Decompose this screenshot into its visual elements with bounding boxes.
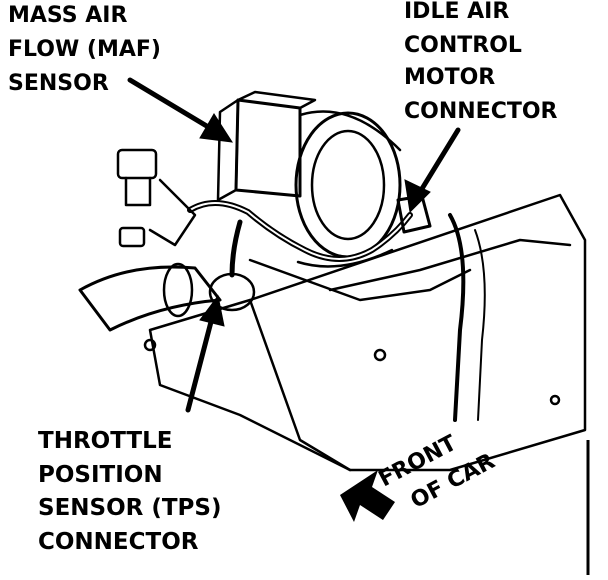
air-cleaner-rim: [298, 110, 402, 152]
iac-label: IDLE AIR CONTROL MOTOR CONNECTOR: [404, 0, 558, 124]
fitting-cap: [116, 148, 158, 180]
maf-label: MASS AIR FLOW (MAF) SENSOR: [8, 3, 169, 96]
fitting-stem: [124, 176, 152, 207]
air-cleaner-inner: [310, 129, 386, 241]
maf-sensor-box: [234, 98, 302, 198]
front-arrow-icon: [340, 470, 395, 522]
tps-arrow-head: [199, 294, 225, 327]
engine-block-ridge-2: [328, 238, 572, 292]
air-cleaner-rim-2: [296, 248, 394, 268]
bracket-left: [148, 178, 197, 247]
fuel-rail: [248, 258, 472, 302]
wiring-branch: [229, 219, 243, 278]
bolt-1: [143, 338, 157, 352]
bolt-3: [549, 394, 561, 406]
maf-sensor-top: [236, 90, 317, 110]
iac-arrow-head: [404, 179, 431, 214]
tps-label: THROTTLE POSITION SENSOR (TPS) CONNECTOR: [38, 428, 230, 555]
bolt-2: [373, 348, 387, 362]
maf-arrow-head: [199, 113, 233, 143]
engine-block-ridge: [248, 298, 352, 472]
callout-arrows: [127, 77, 461, 413]
intake-duct: [78, 265, 222, 332]
intake-duct-clamp: [162, 262, 194, 318]
maf-sensor-face: [216, 98, 240, 202]
fitting-small: [118, 226, 146, 248]
engine-block-outline: [148, 193, 587, 472]
maf-arrow-line: [127, 77, 213, 131]
iac-arrow-line: [417, 127, 461, 195]
right-hose: [448, 213, 466, 422]
tps-arrow-line: [185, 315, 215, 413]
right-hose-2: [474, 229, 486, 421]
wiring-harness-inner: [189, 202, 411, 260]
engine-illustration: [78, 90, 587, 472]
